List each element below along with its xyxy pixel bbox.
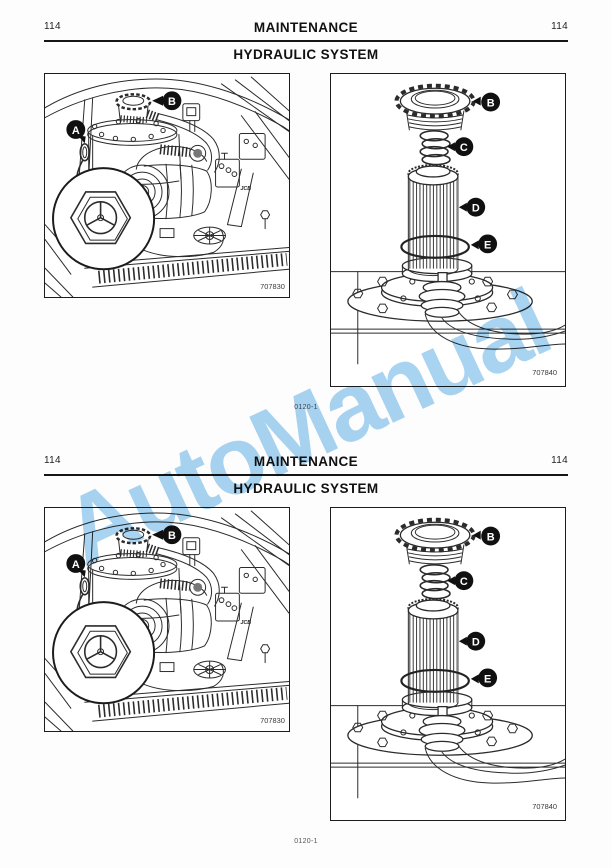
o-ring [400, 668, 470, 693]
section-subtitle: HYDRAULIC SYSTEM [233, 481, 379, 496]
header-title: MAINTENANCE [253, 454, 359, 469]
page-half-1: 114 MAINTENANCE 114 HYDRAULIC SYSTEM [44, 20, 568, 411]
page-number-left: 114 [44, 455, 61, 466]
header-divider [44, 474, 568, 476]
svg-text:A: A [72, 125, 80, 137]
figure-number: 707830 [260, 282, 285, 291]
figure-engine-707830: JCB [44, 507, 290, 732]
header-divider [44, 40, 568, 42]
footer-code: 0120-1 [294, 838, 318, 845]
callout-e: E [470, 668, 498, 688]
svg-text:C: C [460, 142, 468, 154]
page-number-left: 114 [44, 21, 61, 32]
svg-text:C: C [460, 576, 468, 588]
flange-bolts [352, 710, 518, 748]
callout-b: B [472, 92, 501, 112]
svg-text:A: A [72, 559, 80, 571]
figure-filter-707840: B C D E 707840 [330, 507, 566, 821]
filler-cap [394, 517, 476, 565]
svg-text:B: B [487, 98, 495, 110]
svg-text:D: D [472, 637, 480, 649]
svg-text:E: E [484, 239, 491, 251]
jcb-logo: JCB [240, 186, 251, 192]
page-half-2: 114 MAINTENANCE 114 HYDRAULIC SYSTEM [0, 434, 612, 868]
drain-plug-detail-circle [52, 601, 156, 705]
figure-number: 707840 [532, 802, 557, 811]
section-subtitle: HYDRAULIC SYSTEM [233, 47, 379, 62]
svg-text:B: B [168, 530, 176, 542]
callout-c: C [447, 571, 474, 591]
flange-bolts [352, 276, 518, 314]
filler-cap [394, 83, 476, 131]
engine-bay-illustration: JCB [45, 510, 289, 731]
filter-exploded-illustration: B C D E 707840 [331, 83, 565, 377]
callout-d: D [458, 197, 486, 217]
callout-c: C [447, 137, 474, 157]
callout-d: D [458, 631, 486, 651]
callout-a: A [66, 554, 86, 578]
svg-text:B: B [168, 96, 176, 108]
callout-b: B [152, 525, 182, 545]
drain-plug-detail-circle [52, 167, 156, 271]
spring [419, 564, 451, 600]
header-title: MAINTENANCE [253, 20, 359, 35]
hydraulic-tank [75, 527, 220, 625]
svg-text:E: E [484, 673, 491, 685]
callout-b: B [472, 526, 501, 546]
o-ring [400, 234, 470, 259]
spring [419, 130, 451, 166]
callout-b: B [152, 91, 182, 111]
callout-e: E [470, 234, 498, 254]
page-number-right: 114 [551, 21, 568, 32]
callout-a: A [66, 120, 86, 144]
hydraulic-tank [75, 93, 220, 191]
footer-code: 0120-1 [294, 404, 318, 411]
figure-number: 707830 [260, 716, 285, 725]
page-number-right: 114 [551, 455, 568, 466]
filter-exploded-illustration: B C D E 707840 [331, 517, 565, 811]
jcb-logo: JCB [240, 620, 251, 626]
filter-element [407, 164, 459, 277]
svg-text:D: D [472, 203, 480, 215]
figure-engine-707830: JCB [44, 73, 290, 298]
figure-number: 707840 [532, 368, 557, 377]
figure-filter-707840: B C D E 707840 [330, 73, 566, 387]
svg-text:B: B [487, 532, 495, 544]
suction-hose [418, 271, 565, 350]
filter-element [407, 598, 459, 711]
engine-bay-illustration: JCB [45, 76, 289, 297]
suction-hose [418, 705, 565, 784]
